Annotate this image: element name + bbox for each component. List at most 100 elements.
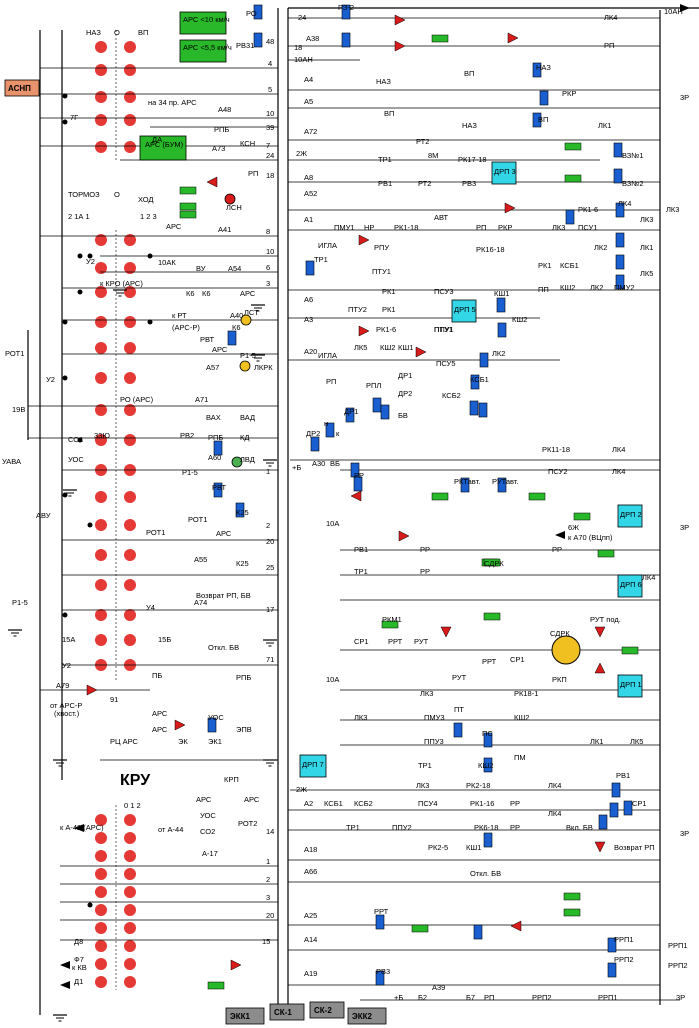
- label: ЛК4: [642, 573, 655, 582]
- label: РК1: [538, 261, 552, 270]
- label: Возврат РП: [614, 843, 655, 852]
- label: н: [324, 419, 328, 428]
- label: ПП: [538, 285, 549, 294]
- relay-coil: [483, 732, 493, 748]
- label: КШ1: [494, 289, 509, 298]
- contact-dot: [124, 850, 136, 862]
- contact-dot: [95, 262, 107, 274]
- label: 10АН: [294, 55, 313, 64]
- label: ЭК1: [208, 737, 222, 746]
- label: РВ3: [462, 179, 476, 188]
- label: УОС: [208, 713, 224, 722]
- label: Р1-5: [12, 598, 28, 607]
- label: А73: [212, 144, 225, 153]
- wire-bus: [27, 7, 699, 1015]
- label: ЛК2: [594, 243, 607, 252]
- relay-coil: [615, 202, 625, 218]
- label: ЛК3: [666, 205, 679, 214]
- label: 2Ж: [296, 149, 307, 158]
- contact-dot: [124, 832, 136, 844]
- left-wires: [28, 67, 278, 941]
- label: ИГЛА: [318, 351, 337, 360]
- contact-marker: [87, 902, 93, 908]
- diode: [394, 14, 406, 26]
- label: РР: [420, 567, 430, 576]
- label: ЛК4: [548, 781, 561, 790]
- contact-marker: [87, 253, 93, 259]
- label: АРС: [196, 795, 212, 804]
- label: 2Ж: [296, 785, 307, 794]
- label: А66: [304, 867, 317, 876]
- contact-dot: [95, 41, 107, 53]
- label: РРП2: [614, 955, 634, 964]
- label: СР1: [632, 799, 647, 808]
- resistors: [179, 34, 639, 990]
- label: ХОД: [138, 195, 154, 204]
- relay-coil: [539, 90, 549, 106]
- label: ЭК: [178, 737, 188, 746]
- label: УАВА: [2, 457, 21, 466]
- label: 39: [266, 123, 274, 132]
- relay-coil: [305, 260, 315, 276]
- ars-10-label: АРС <10 км/ч: [183, 15, 230, 24]
- diode: [507, 32, 519, 44]
- diode: [358, 325, 370, 337]
- label: 3: [266, 279, 270, 288]
- resistor: [564, 174, 582, 183]
- contact-dot: [124, 922, 136, 934]
- label: РЗ-2: [338, 3, 354, 12]
- label: КД: [240, 433, 249, 442]
- drp6-label: ДРП 6: [620, 580, 642, 589]
- diode: [594, 841, 606, 853]
- label: О: [114, 28, 120, 37]
- arrow-d1-icon: [60, 981, 70, 989]
- label: 24: [298, 13, 306, 22]
- contact-dot: [95, 114, 107, 126]
- label: СДРК: [550, 629, 570, 638]
- label: К6: [202, 289, 211, 298]
- label: А2: [304, 799, 313, 808]
- label: А6: [304, 295, 313, 304]
- relay-coil: [615, 254, 625, 270]
- label: Откл. БВ: [470, 869, 501, 878]
- label: КСН: [240, 139, 255, 148]
- label: 7: [266, 141, 270, 150]
- contact-dot: [95, 234, 107, 246]
- label: 10А: [326, 675, 339, 684]
- label: ЛК1: [640, 243, 653, 252]
- label: Р1-5: [240, 351, 256, 360]
- label: к КВ: [72, 963, 87, 972]
- contact-marker: [62, 119, 68, 125]
- label: А5: [304, 97, 313, 106]
- label: РРП1: [614, 935, 634, 944]
- resistor: [431, 34, 449, 43]
- label: РК18-1: [514, 689, 538, 698]
- label: РУТ под.: [590, 615, 621, 624]
- label: РП: [604, 41, 614, 50]
- label: ПМ: [514, 753, 526, 762]
- label: ЛСН: [226, 203, 242, 212]
- label: ЛК2: [492, 349, 505, 358]
- diode: [510, 920, 522, 932]
- label: 71: [266, 655, 274, 664]
- label: 5: [268, 85, 272, 94]
- diode: [398, 530, 410, 542]
- relay-coil: [227, 330, 237, 346]
- diode: [86, 684, 98, 696]
- label: 15Б: [158, 635, 171, 644]
- label: ЛК4: [612, 467, 625, 476]
- label: на 34 пр. АРС: [148, 98, 197, 107]
- ekk2-label: ЭКК2: [352, 1012, 372, 1021]
- diode: [358, 234, 370, 246]
- resistor: [431, 492, 449, 501]
- drp5-label: ДРП 5: [454, 305, 476, 314]
- label: ТОРМОЗ: [68, 190, 100, 199]
- label: РПБ: [208, 433, 223, 442]
- resistor: [179, 202, 197, 211]
- label: ЛК4: [548, 809, 561, 818]
- label: 3Р: [676, 993, 685, 1002]
- lvd-lamp-icon: [231, 456, 243, 468]
- contact-dot: [95, 491, 107, 503]
- label: РП: [248, 169, 258, 178]
- drp3-label: ДРП 3: [494, 167, 516, 176]
